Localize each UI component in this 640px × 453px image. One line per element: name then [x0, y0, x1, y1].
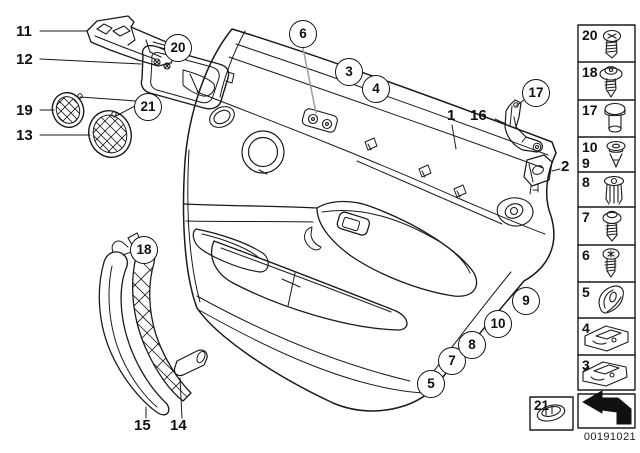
speaker-grille-part-13: [87, 110, 133, 158]
plug-box-21[interactable]: 21: [530, 397, 573, 430]
fastener-cell-label: 10: [582, 139, 598, 155]
fastener-cell-3[interactable]: 3: [578, 355, 635, 390]
callout-circle-10[interactable]: 10: [484, 310, 512, 338]
callout-circle-20[interactable]: 20: [164, 34, 192, 62]
door-pull-cup: [192, 228, 269, 273]
leader-lines: [39, 30, 561, 419]
oval-cap-icon: [536, 404, 566, 422]
trim-strip-part-15: [98, 240, 170, 416]
bracket-part-16: [504, 99, 543, 153]
fastener-cell-label: 5: [582, 284, 590, 300]
fastener-cell-label: 17: [582, 102, 598, 118]
speaker-ring: [241, 130, 285, 175]
clip-part-2: [523, 154, 553, 195]
pan-head-screw-icon: [602, 29, 622, 59]
fastener-cell-6[interactable]: 6: [578, 245, 635, 282]
fastener-cell-18[interactable]: 18: [578, 62, 635, 100]
back-arrow-icon: [582, 390, 632, 425]
expansion-rivet-icon: [603, 175, 625, 205]
image-code: 00191021: [583, 431, 636, 443]
part-ref-11[interactable]: 11: [16, 23, 32, 40]
clip-bracket-icon-4: [584, 325, 629, 352]
fastener-cell-17[interactable]: 17: [578, 100, 635, 137]
clip-bracket-icon-3: [582, 361, 628, 387]
fastener-table-grid: [529, 24, 636, 431]
leader-line-6-gray: [302, 47, 317, 114]
fastener-cell-10-9[interactable]: 10 9: [578, 137, 635, 172]
callout-circle-4[interactable]: 4: [362, 75, 390, 103]
washer-screw-icon: [602, 210, 622, 242]
fastener-cell-20[interactable]: 20: [578, 25, 635, 62]
washer-head-screw-icon: [599, 66, 623, 98]
part-ref-2[interactable]: 2: [561, 158, 570, 175]
armrest-drawing: [183, 200, 478, 297]
pan-screw-icon: [602, 248, 620, 278]
plug-box-label: 21: [534, 398, 550, 413]
door-trim-panel-drawing: [182, 28, 557, 412]
part-ref-15[interactable]: 15: [134, 417, 151, 434]
speaker-grille-part-19: [51, 91, 85, 129]
fastener-cell-8[interactable]: 8: [578, 172, 635, 207]
callout-circle-17[interactable]: 17: [522, 79, 550, 107]
fastener-cell-label: 6: [582, 247, 590, 263]
sill-clips: [364, 137, 467, 198]
callout-circle-3[interactable]: 3: [335, 58, 363, 86]
callout-circle-9[interactable]: 9: [512, 287, 540, 315]
tweeter-oval: [209, 106, 235, 128]
window-switch-drawing: [301, 108, 338, 133]
callout-circle-18[interactable]: 18: [130, 236, 158, 264]
fastener-cell-label: 18: [582, 64, 598, 80]
part-ref-14[interactable]: 14: [170, 417, 187, 434]
back-arrow-button[interactable]: [578, 394, 635, 428]
callout-circle-8[interactable]: 8: [458, 331, 486, 359]
fastener-cell-label: 4: [582, 320, 590, 336]
fastener-cell-label: 7: [582, 209, 590, 225]
push-pin-rivet-icon: [606, 140, 626, 168]
fastener-cell-4[interactable]: 4: [578, 318, 635, 355]
callout-circle-21[interactable]: 21: [134, 93, 162, 121]
part-ref-12[interactable]: 12: [16, 51, 33, 68]
handle-carrier-part-11: [86, 15, 177, 70]
part-ref-1[interactable]: 1: [447, 107, 456, 124]
fastener-cell-label-secondary: 9: [582, 155, 590, 171]
fastener-cell-5[interactable]: 5: [578, 282, 635, 318]
fastener-cell-label: 8: [582, 174, 590, 190]
lock-grommet: [496, 197, 534, 227]
callout-circle-5[interactable]: 5: [417, 370, 445, 398]
fastener-cell-7[interactable]: 7: [578, 207, 635, 245]
wedge-cap-icon: [598, 285, 624, 314]
handle-bezel-part-12: [140, 44, 235, 110]
fastener-cell-label: 3: [582, 357, 590, 373]
map-pocket-drawing: [210, 240, 408, 331]
part-ref-16[interactable]: 16: [470, 107, 487, 124]
fastener-cell-label: 20: [582, 27, 598, 43]
part-ref-13[interactable]: 13: [16, 127, 33, 144]
part-ref-19[interactable]: 19: [16, 102, 33, 119]
cylindrical-plug-icon: [604, 102, 626, 133]
callout-circle-6[interactable]: 6: [289, 20, 317, 48]
